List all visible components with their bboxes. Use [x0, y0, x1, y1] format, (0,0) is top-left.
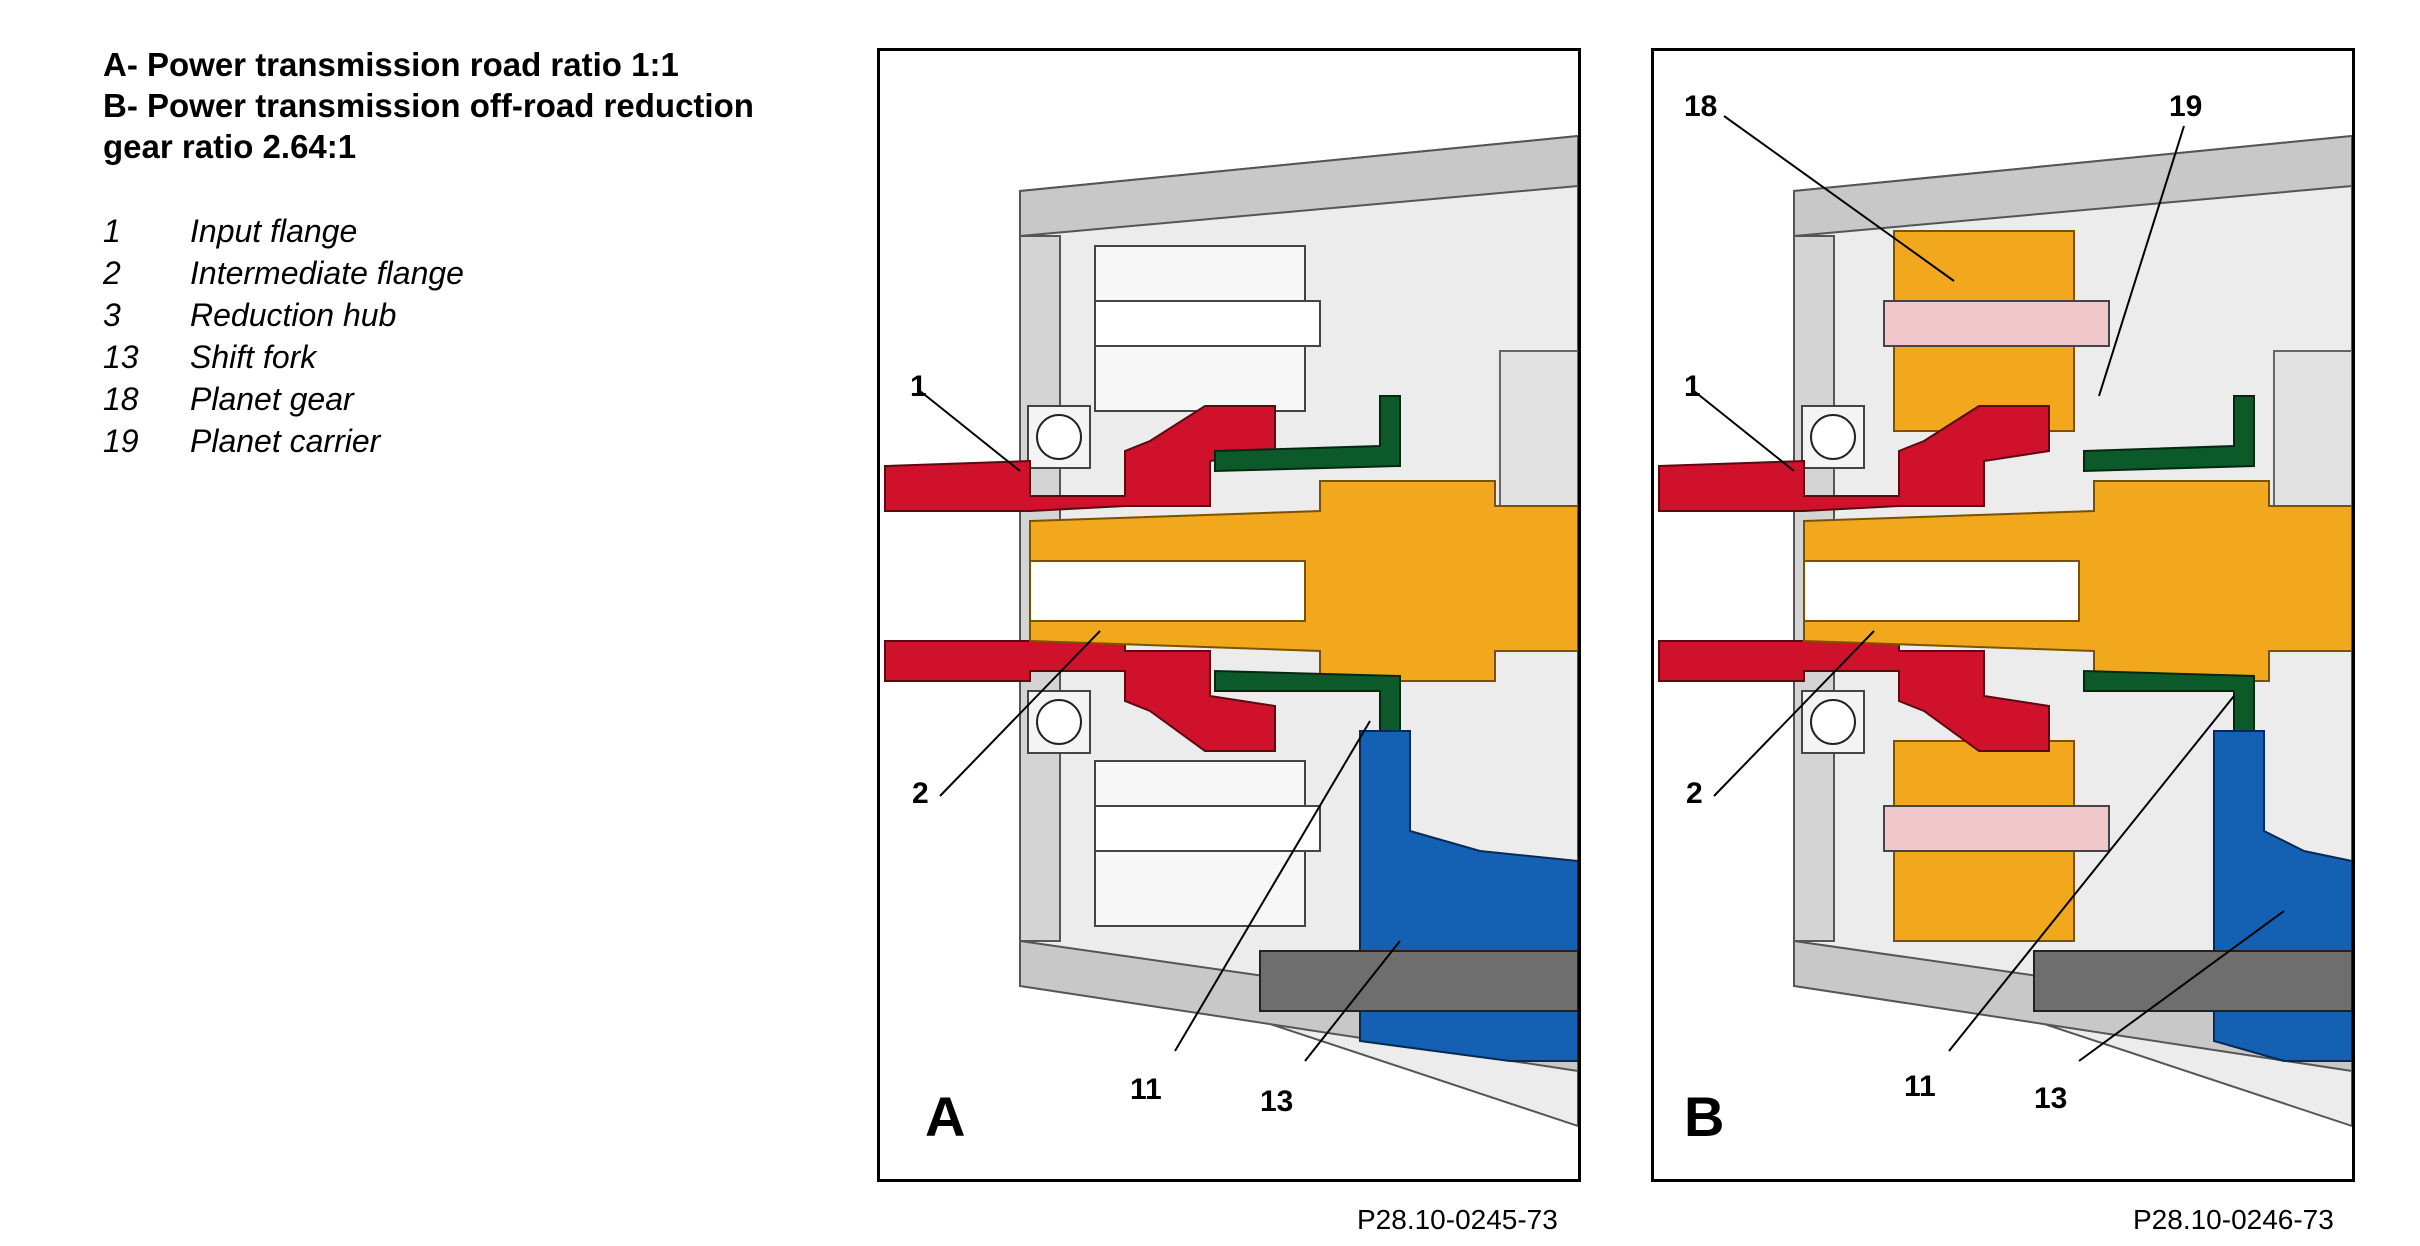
leader-line [1723, 115, 1955, 282]
housing-top-wall [1793, 134, 2352, 238]
header-line-b-cont: gear ratio 2.64:1 [103, 128, 357, 165]
callout-19: 19 [2169, 90, 2202, 123]
planet-pin-lower [1094, 805, 1321, 852]
input-flange [1658, 405, 2050, 752]
legend-number: 3 [103, 297, 121, 333]
callout-13: 13 [2034, 1082, 2067, 1115]
legend-number: 18 [103, 381, 139, 417]
callout-18: 18 [1684, 90, 1717, 123]
legend-number: 13 [103, 339, 139, 375]
planetary-set [1094, 245, 1321, 927]
input-flange-upper [884, 405, 1276, 512]
legend-item: 18 Planet gear [103, 378, 464, 420]
legend-item: 1 Input flange [103, 210, 464, 252]
planetary-set [1883, 230, 2110, 942]
callout-2: 2 [912, 777, 929, 810]
housing-top-wall [1019, 134, 1578, 238]
leader-line [1713, 630, 1875, 797]
legend-item: 2 Intermediate flange [103, 252, 464, 294]
callout-13: 13 [1260, 1085, 1293, 1118]
leader-line [2078, 910, 2285, 1062]
legend-item: 3 Reduction hub [103, 294, 464, 336]
input-flange-upper [1658, 405, 2050, 512]
shift-rail [2033, 950, 2352, 1012]
callout-11: 11 [1130, 1073, 1162, 1106]
legend-number: 1 [103, 213, 121, 249]
legend-label: Reduction hub [190, 297, 397, 333]
legend-number: 19 [103, 423, 139, 459]
figure-code-a: P28.10-0245-73 [1357, 1204, 1558, 1235]
planet-gear-lower [1883, 805, 2110, 852]
bearing-ball-lower [1036, 699, 1082, 745]
header-line-b: B- Power transmission off-road reduction [103, 87, 754, 124]
callouts: 18 19 1 2 11 13 B [1684, 90, 2285, 1148]
leader-line [1693, 390, 1795, 472]
figure-code-b: P28.10-0246-73 [2133, 1204, 2334, 1235]
bearings [1027, 405, 1091, 754]
parts-legend: 1 Input flange 2 Intermediate flange 3 Redu… [103, 210, 464, 462]
legend-label: Input flange [190, 213, 358, 249]
input-flange-lower [1658, 640, 2050, 752]
planet-pin-upper [1094, 300, 1321, 347]
panel-letter-a: A [925, 1085, 965, 1148]
leader-line [1174, 720, 1371, 1052]
legend-label: Planet gear [190, 381, 354, 417]
legend-label: Planet carrier [190, 423, 381, 459]
legend-item: 13 Shift fork [103, 336, 464, 378]
shift-fork [1259, 730, 1578, 1062]
shaft-bore [1803, 560, 2080, 622]
leader-line [2098, 125, 2185, 397]
shift-rail [1259, 950, 1578, 1012]
header-line-a: A- Power transmission road ratio 1:1 [103, 46, 679, 83]
panel-letter-b: B [1684, 1085, 1724, 1148]
legend-number: 2 [103, 255, 121, 291]
shift-sleeve-upper [2083, 395, 2255, 473]
bearings [1801, 405, 1865, 754]
bearing-ball-upper [1036, 414, 1082, 460]
callout-1: 1 [1684, 370, 1701, 403]
leader-line [919, 390, 1021, 472]
bearing-ball-lower [1810, 699, 1856, 745]
output-shaft [1029, 480, 1578, 682]
legend-item: 19 Planet carrier [103, 420, 464, 462]
bearing-ball-upper [1810, 414, 1856, 460]
callout-1: 1 [910, 370, 927, 403]
legend-label: Intermediate flange [190, 255, 464, 291]
leader-line [1948, 695, 2235, 1052]
transfer-case-diagram-b: 18 19 1 2 11 13 B [1658, 90, 2352, 1148]
legend-label: Shift fork [190, 339, 317, 375]
diagram-panel-a: 1 2 11 13 A [877, 48, 1581, 1182]
transfer-case-diagram-a: 1 2 11 13 A [884, 134, 1578, 1148]
input-flange [884, 405, 1276, 752]
shaft-bore [1029, 560, 1306, 622]
diagram-panel-b: 18 19 1 2 11 13 B [1651, 48, 2355, 1182]
leader-line [1304, 940, 1401, 1062]
input-flange-lower [884, 640, 1276, 752]
callout-11: 11 [1904, 1070, 1936, 1103]
shift-sleeve-upper [1214, 395, 1401, 473]
shift-fork [2033, 730, 2352, 1062]
callouts: 1 2 11 13 A [910, 370, 1401, 1148]
leader-line [939, 630, 1101, 797]
callout-2: 2 [1686, 777, 1703, 810]
planet-gear-upper [1883, 300, 2110, 347]
diagram-header: A- Power transmission road ratio 1:1 B- … [103, 44, 823, 167]
output-shaft [1803, 480, 2352, 682]
